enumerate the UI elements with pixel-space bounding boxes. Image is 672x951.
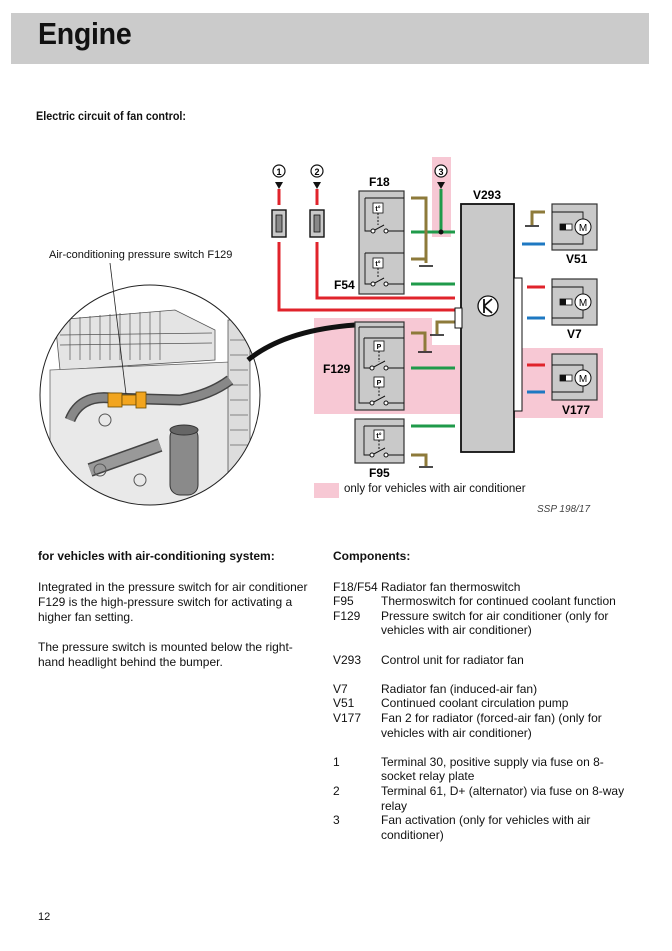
fan-v177: M V177 bbox=[551, 353, 598, 417]
component-desc: Terminal 30, positive supply via fuse on… bbox=[381, 754, 604, 784]
blue-wires bbox=[522, 242, 545, 394]
green-wires bbox=[411, 189, 455, 428]
component-code: 1 bbox=[333, 754, 340, 769]
pressure-switch-f129: P P F129 bbox=[323, 321, 405, 411]
svg-text:M: M bbox=[579, 374, 587, 385]
terminal-2: 2 bbox=[310, 164, 324, 189]
component-desc: Radiator fan thermoswitch bbox=[381, 579, 521, 594]
fuse-2 bbox=[309, 209, 325, 238]
component-desc: Fan activation (only for vehicles with a… bbox=[381, 813, 591, 842]
component-code: V177 bbox=[333, 710, 362, 725]
page-number: 12 bbox=[38, 911, 51, 923]
label-v51: V51 bbox=[566, 252, 588, 266]
component-code: F18/F54 bbox=[333, 579, 378, 594]
component-code: 3 bbox=[333, 813, 340, 828]
svg-text:t°: t° bbox=[376, 432, 381, 440]
header-band bbox=[11, 13, 649, 64]
svg-text:M: M bbox=[579, 298, 587, 309]
label-v177: V177 bbox=[562, 403, 590, 417]
pump-v51: M V51 bbox=[551, 203, 598, 266]
fan-v7: M V7 bbox=[551, 278, 598, 341]
control-unit-v293: V293 bbox=[454, 188, 523, 453]
svg-text:t°: t° bbox=[375, 205, 380, 213]
component-desc: Control unit for radiator fan bbox=[381, 652, 524, 667]
thermoswitch-f95: t° F95 bbox=[354, 418, 405, 480]
component-desc: Pressure switch for air conditioner (onl… bbox=[381, 608, 609, 638]
ground-wires bbox=[411, 196, 545, 466]
component-item: V7 Radiator fan (induced-air fan) bbox=[333, 682, 633, 697]
component-code: 2 bbox=[333, 783, 340, 798]
component-item: V293 Control unit for radiator fan bbox=[333, 653, 633, 668]
svg-text:P: P bbox=[377, 344, 382, 351]
svg-text:P: P bbox=[377, 380, 382, 387]
component-item: V51 Continued coolant circulation pump bbox=[333, 696, 633, 711]
label-f129: F129 bbox=[323, 362, 351, 376]
component-code: V7 bbox=[333, 681, 348, 696]
label-v293: V293 bbox=[473, 188, 501, 202]
thermoswitch-f18-f54: t° t° F18 F54 bbox=[334, 175, 405, 295]
left-heading: for vehicles with air-conditioning syste… bbox=[38, 549, 275, 563]
component-code: F129 bbox=[333, 608, 361, 623]
component-desc: Fan 2 for radiator (forced-air fan) (onl… bbox=[381, 710, 602, 740]
pressure-switch-illustration bbox=[39, 262, 356, 506]
section-title: Electric circuit of fan control: bbox=[36, 109, 187, 123]
legend-swatch bbox=[314, 483, 339, 498]
fuse-1 bbox=[271, 209, 287, 238]
figure-reference: SSP 198/17 bbox=[537, 504, 591, 515]
label-f95: F95 bbox=[369, 466, 390, 480]
terminal-1-label: 1 bbox=[276, 167, 281, 177]
component-desc: Radiator fan (induced-air fan) bbox=[381, 681, 538, 696]
component-code: V51 bbox=[333, 696, 355, 711]
component-item: F95 Thermoswitch for continued coolant fu… bbox=[333, 594, 633, 609]
component-item: 2 Terminal 61, D+ (alternator) via fuse o… bbox=[333, 784, 633, 813]
terminal-3: 3 bbox=[434, 164, 448, 189]
red-wires bbox=[277, 189, 545, 367]
component-item: 1 Terminal 30, positive supply via fuse o… bbox=[333, 755, 633, 784]
page-title: Engine bbox=[38, 16, 132, 51]
illustration-callout: Air-conditioning pressure switch F129 bbox=[49, 249, 233, 261]
left-column: for vehicles with air-conditioning syste… bbox=[38, 549, 308, 685]
ground-symbols bbox=[418, 225, 539, 468]
terminal-3-label: 3 bbox=[438, 167, 443, 177]
svg-text:M: M bbox=[579, 223, 587, 234]
svg-text:t°: t° bbox=[375, 260, 380, 268]
component-code: F95 bbox=[333, 594, 354, 609]
component-code: V293 bbox=[333, 652, 362, 667]
component-item: F129 Pressure switch for air conditioner … bbox=[333, 609, 633, 638]
circuit-diagram: 1 2 3 bbox=[39, 157, 603, 506]
component-desc: Terminal 61, D+ (alternator) via fuse on… bbox=[381, 783, 625, 813]
component-item: V177 Fan 2 for radiator (forced-air fan) … bbox=[333, 711, 633, 740]
components-heading: Components: bbox=[333, 549, 411, 563]
label-v7: V7 bbox=[567, 327, 582, 341]
label-f18: F18 bbox=[369, 175, 390, 189]
component-desc: Continued coolant circulation pump bbox=[381, 696, 569, 711]
paragraph: Integrated in the pressure switch for ai… bbox=[38, 580, 308, 624]
label-f54: F54 bbox=[334, 278, 355, 292]
component-desc: Thermoswitch for continued coolant funct… bbox=[381, 594, 616, 609]
f129-switch-part bbox=[107, 391, 147, 409]
legend-text: only for vehicles with air conditioner bbox=[344, 483, 526, 495]
terminal-2-label: 2 bbox=[314, 167, 319, 177]
terminal-1: 1 bbox=[272, 164, 286, 189]
component-item: 3 Fan activation (only for vehicles with … bbox=[333, 813, 633, 842]
paragraph: The pressure switch is mounted below the… bbox=[38, 640, 293, 669]
